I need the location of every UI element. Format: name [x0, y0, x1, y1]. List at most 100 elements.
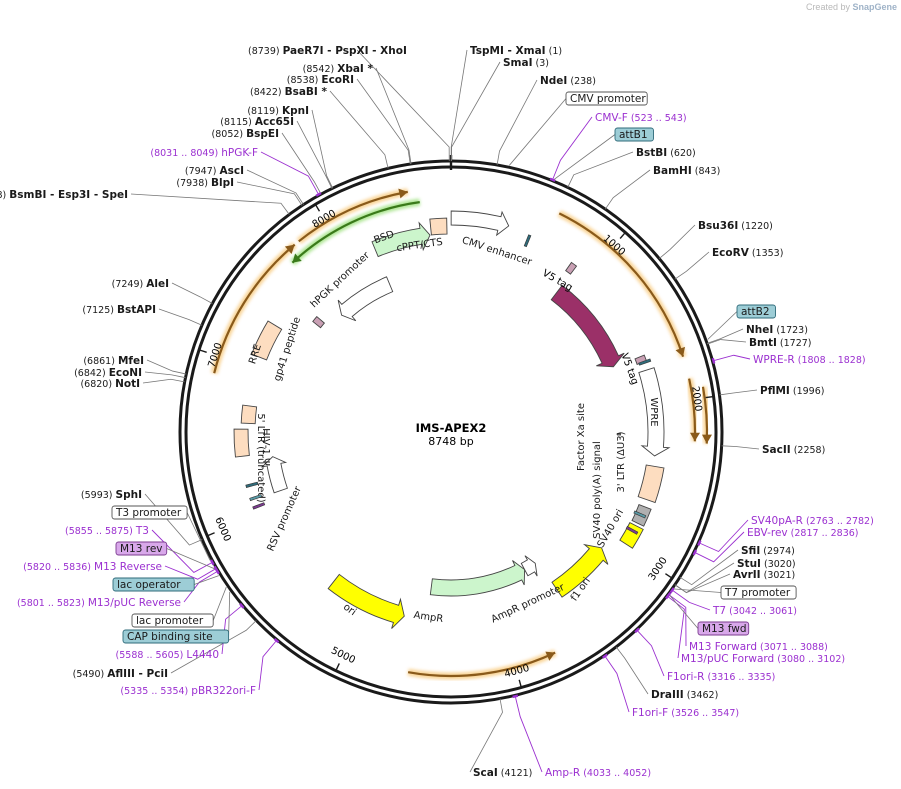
enzyme-leader	[706, 328, 744, 344]
enzyme-smai[interactable]: SmaI (3)	[503, 57, 549, 69]
primer-f1ori-f[interactable]: F1ori-F (3526 .. 3547)	[632, 707, 739, 719]
enzyme-sacii[interactable]: SacII (2258)	[762, 444, 825, 456]
enzyme-scai[interactable]: ScaI (4121)	[473, 767, 532, 779]
enzyme-acc65i[interactable]: (8115) Acc65I	[220, 116, 294, 128]
orf-arc	[407, 651, 556, 678]
enzyme-ecorv[interactable]: EcoRV (1353)	[712, 247, 783, 259]
boxed-label-t3-promoter[interactable]: T3 promoter	[111, 505, 188, 520]
enzyme-bspei[interactable]: (8052) BspEI	[212, 128, 279, 140]
boxed-label-cmv-promoter[interactable]: CMV promoter	[565, 91, 648, 106]
enzyme-noti[interactable]: (6820) NotI	[80, 378, 140, 390]
enzyme-name3: - SpeI	[90, 189, 128, 201]
box-frame	[697, 621, 750, 636]
box-leader	[669, 595, 699, 629]
boxed-label-m13-rev[interactable]: M13 rev	[115, 541, 168, 556]
enzyme-label-text: (8119) KpnI	[247, 105, 309, 117]
primer-t3[interactable]: (5855 .. 5875) T3	[65, 525, 149, 537]
enzyme-bstapi[interactable]: (7125) BstAPI	[82, 304, 156, 316]
box-text: attB1	[619, 129, 648, 141]
enzyme-avrii[interactable]: AvrII (3021)	[733, 569, 795, 581]
orf-arc	[558, 212, 685, 358]
enzyme-ndei[interactable]: NdeI (238)	[540, 75, 596, 87]
boxed-label-t7-promoter[interactable]: T7 promoter	[720, 585, 797, 600]
bsd-orf-arrowhead	[292, 253, 302, 263]
enzyme-leader	[246, 169, 304, 205]
enzyme-leader	[236, 181, 303, 206]
enzyme-name: BstAPI	[117, 304, 156, 316]
primer-l4440[interactable]: (5588 .. 5605) L4440	[116, 649, 219, 661]
enzyme-paer7i[interactable]: (8739) PaeR7I - PspXI - XhoI	[248, 45, 407, 57]
primer-m13-forward[interactable]: M13 Forward (3071 .. 3088)	[689, 641, 828, 653]
primer-m13-puc-forward[interactable]: M13/pUC Forward (3080 .. 3102)	[681, 653, 845, 665]
boxed-label-attb1[interactable]: attB1	[614, 127, 654, 142]
enzyme-ecori[interactable]: (8538) EcoRI	[287, 74, 354, 86]
enzyme-afliii[interactable]: (5490) AflIII - PciI	[73, 668, 168, 680]
enzyme-position: (3462)	[684, 690, 719, 701]
enzyme-kpni[interactable]: (8119) KpnI	[247, 105, 309, 117]
boxed-label-lac-operator[interactable]: lac operator	[112, 577, 195, 592]
leader-layer	[130, 49, 760, 773]
primer-t7[interactable]: T7 (3042 .. 3061)	[712, 605, 797, 617]
primer-pbr322ori-f[interactable]: (5335 .. 5354) pBR322ori-F	[120, 685, 256, 697]
enzyme-bsabi[interactable]: (8422) BsaBI *	[250, 86, 328, 98]
primer-amp-r[interactable]: Amp-R (4033 .. 4052)	[545, 767, 651, 779]
primer-m13-reverse[interactable]: (5820 .. 5836) M13 Reverse	[23, 561, 162, 573]
primer-hpgk-f[interactable]: (8031 .. 8049) hPGK-F	[150, 147, 258, 159]
enzyme-nhei[interactable]: NheI (1723)	[746, 324, 808, 336]
enzyme-xbai[interactable]: (8542) XbaI *	[303, 63, 374, 75]
box-text: CAP binding site	[127, 631, 213, 643]
primer-sv40pa-r[interactable]: SV40pA-R (2763 .. 2782)	[751, 515, 874, 527]
feature-cppt-cts	[429, 217, 448, 236]
primer-range: (3526 .. 3547)	[668, 708, 739, 719]
enzyme-alei[interactable]: (7249) AleI	[112, 278, 169, 290]
primer-mark	[213, 565, 219, 572]
enzyme-bmti[interactable]: BmtI (1727)	[749, 337, 811, 349]
primer-range: (3071 .. 3088)	[757, 642, 828, 653]
boxed-label-cap-binding-site[interactable]: CAP binding site	[122, 629, 230, 644]
enzyme-bsmbi[interactable]: (7858) BsmBI - Esp3I - SpeI	[0, 189, 128, 201]
primer-cmv-f[interactable]: CMV-F (523 .. 543)	[595, 112, 687, 124]
boxed-label-attb2[interactable]: attB2	[736, 304, 776, 319]
enzyme-draiii[interactable]: DraIII (3462)	[651, 689, 718, 701]
enzyme-stui[interactable]: StuI (3020)	[737, 558, 796, 570]
enzyme-pflmi[interactable]: PflMI (1996)	[760, 385, 824, 397]
enzyme-bstbi[interactable]: BstBI (620)	[636, 147, 696, 159]
feature-apex2	[550, 284, 625, 368]
enzyme-name: BsmBI	[9, 189, 46, 201]
primer-m13-puc-reverse[interactable]: (5801 .. 5823) M13/pUC Reverse	[17, 597, 181, 609]
primer-range: (8031 .. 8049)	[150, 148, 221, 159]
enzyme-position: (6820)	[80, 379, 115, 390]
tick-8000	[315, 204, 321, 212]
primer-mark	[669, 587, 675, 594]
enzyme-bamhi[interactable]: BamHI (843)	[653, 165, 720, 177]
boxed-label-lac-promoter[interactable]: lac promoter	[131, 613, 214, 628]
enzyme-tspmi[interactable]: TspMI - XmaI (1)	[470, 45, 562, 57]
enzyme-econi[interactable]: (6842) EcoNI	[74, 367, 142, 379]
enzyme-sfii[interactable]: SfiI (2974)	[741, 545, 795, 557]
tick-label-2000: 2000	[689, 386, 703, 413]
box-text: lac promoter	[136, 615, 204, 627]
enzyme-name: EcoRI	[321, 74, 354, 86]
primer-mark	[273, 637, 280, 644]
enzyme-label-text: (6861) MfeI	[83, 355, 144, 367]
enzyme-name: SacII	[762, 444, 791, 456]
enzyme-mfei[interactable]: (6861) MfeI	[83, 355, 144, 367]
enzyme-leader	[451, 61, 501, 162]
enzyme-name: MfeI	[118, 355, 144, 367]
primer-name: M13/pUC Forward	[681, 653, 774, 665]
boxed-label-m13-fwd[interactable]: M13 fwd	[697, 621, 750, 636]
enzyme-label-text: (7125) BstAPI	[82, 304, 156, 316]
enzyme-blpi[interactable]: (7938) BlpI	[176, 177, 234, 189]
enzyme-asci[interactable]: (7947) AscI	[185, 165, 244, 177]
enzyme-sphi[interactable]: (5993) SphI	[81, 489, 142, 501]
primer-wpre-r[interactable]: WPRE-R (1808 .. 1828)	[753, 354, 866, 366]
enzyme-position: (5993)	[81, 490, 116, 501]
box-frame	[736, 304, 776, 319]
feature-rre	[251, 320, 283, 361]
enzyme-name2: - XmaI	[504, 45, 546, 57]
enzyme-bsu36i[interactable]: Bsu36I (1220)	[698, 220, 773, 232]
primer-ebv-rev[interactable]: EBV-rev (2817 .. 2836)	[747, 527, 859, 539]
feature-5-ltr-truncated	[233, 428, 250, 458]
primer-f1ori-r[interactable]: F1ori-R (3316 .. 3335)	[667, 671, 775, 683]
enzyme-label-text: BstBI (620)	[636, 147, 696, 159]
